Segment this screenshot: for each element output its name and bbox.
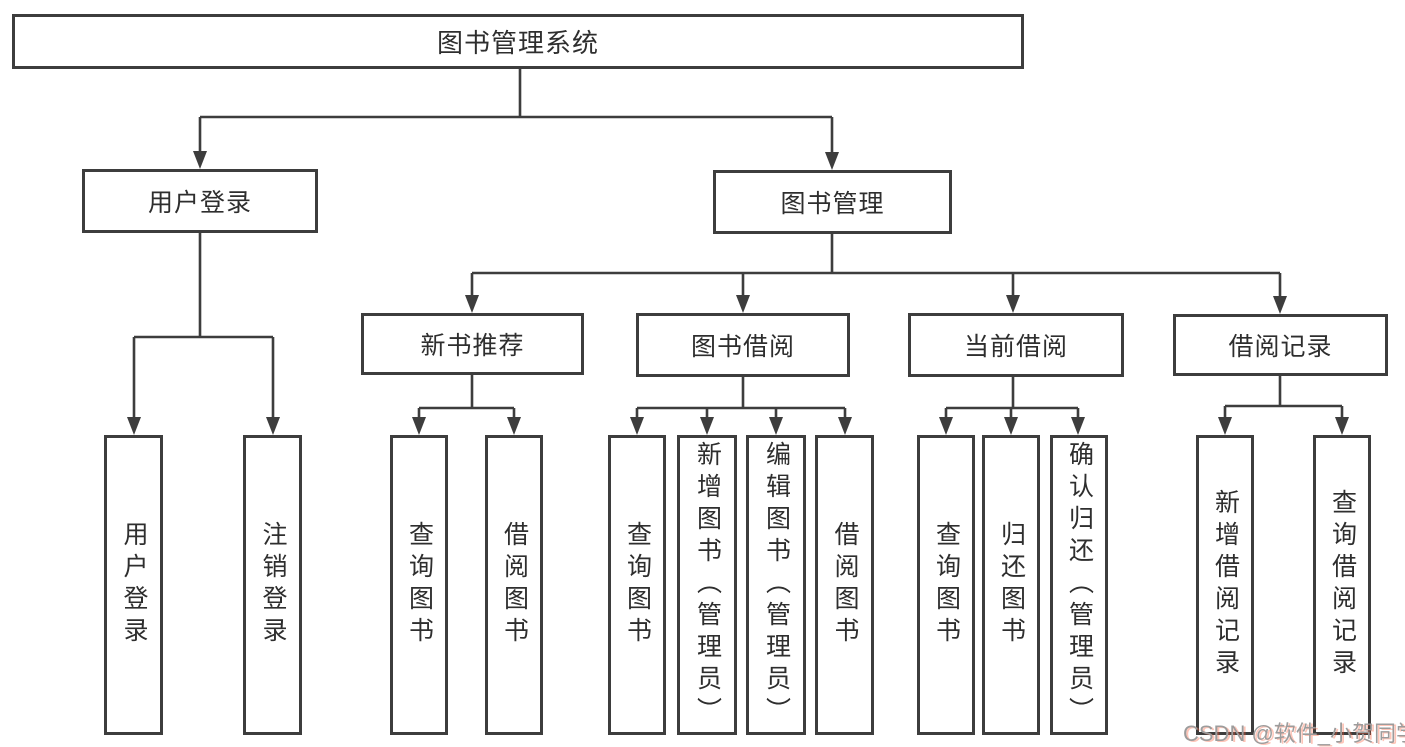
leaf-query-books-recommend: 查询图书 <box>390 435 448 735</box>
node-label: 查询图书 <box>405 521 434 649</box>
node-label: 新书推荐 <box>420 332 525 360</box>
connector-book-borrow <box>635 377 847 417</box>
leaf-return-books: 归还图书 <box>982 435 1040 735</box>
node-label: 注销登录 <box>259 521 287 649</box>
node-book-management: 图书管理 <box>713 170 952 234</box>
node-current-borrow: 当前借阅 <box>908 313 1124 377</box>
connector-borrow-records <box>1223 376 1344 417</box>
node-label: 查询借阅记录 <box>1328 489 1357 681</box>
leaf-logout: 注销登录 <box>243 435 302 735</box>
connector-book-management <box>470 234 1282 296</box>
node-label: 确认归还（管理员） <box>1065 441 1094 729</box>
leaf-add-books-admin: 新增图书（管理员） <box>677 435 737 735</box>
node-borrow-records: 借阅记录 <box>1173 314 1388 376</box>
leaf-query-borrow-record: 查询借阅记录 <box>1313 435 1371 735</box>
node-label: 编辑图书（管理员） <box>762 441 791 729</box>
node-label: 用户登录 <box>120 521 148 649</box>
node-label: 查询图书 <box>623 521 652 649</box>
connector-user-login <box>132 233 275 417</box>
node-label: 借阅记录 <box>1228 333 1333 361</box>
node-label: 新增借阅记录 <box>1211 489 1240 681</box>
node-label: 当前借阅 <box>963 333 1068 361</box>
leaf-edit-books-admin: 编辑图书（管理员） <box>746 435 806 735</box>
leaf-user-login: 用户登录 <box>104 435 163 735</box>
node-label: 借阅图书 <box>831 521 859 649</box>
leaf-add-borrow-record: 新增借阅记录 <box>1196 435 1254 735</box>
connector-root <box>198 69 834 152</box>
node-book-borrow: 图书借阅 <box>636 313 850 377</box>
node-user-login: 用户登录 <box>82 169 318 233</box>
arrowheads <box>127 151 1349 435</box>
csdn-watermark: CSDN @软件_小贺同学 <box>1183 721 1405 746</box>
leaf-query-books-borrow: 查询图书 <box>608 435 666 735</box>
node-label: 新增图书（管理员） <box>693 441 722 729</box>
connector-current-borrow <box>944 377 1080 417</box>
leaf-query-books-current: 查询图书 <box>917 435 975 735</box>
node-new-book-recommend: 新书推荐 <box>361 313 584 375</box>
node-label: 用户登录 <box>147 189 252 217</box>
connector-new-book-recommend <box>417 375 516 417</box>
node-label: 借阅图书 <box>500 521 529 649</box>
leaf-borrow-books: 借阅图书 <box>815 435 874 735</box>
node-label: 图书管理 <box>780 190 885 218</box>
leaf-borrow-books-recommend: 借阅图书 <box>485 435 543 735</box>
node-label: 归还图书 <box>997 521 1026 649</box>
node-label: 查询图书 <box>932 521 961 649</box>
node-label: 图书管理系统 <box>436 28 599 58</box>
node-book-management-system: 图书管理系统 <box>12 14 1024 69</box>
leaf-confirm-return-admin: 确认归还（管理员） <box>1050 435 1108 735</box>
node-label: 图书借阅 <box>690 333 795 361</box>
